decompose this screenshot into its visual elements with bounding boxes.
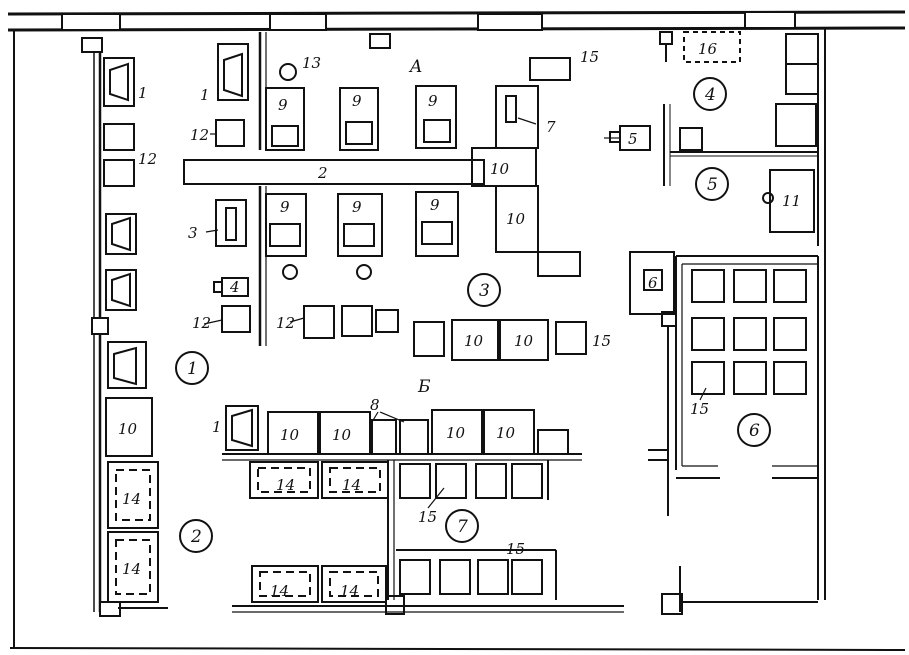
label-10-a: 10 — [490, 160, 510, 178]
label-16: 16 — [698, 40, 718, 58]
label-10-i: 10 — [496, 424, 516, 442]
label-10-f: 10 — [280, 426, 300, 444]
machine-7-and-10 — [471, 85, 539, 253]
label-14-d: 14 — [342, 476, 361, 494]
label-15-b: 15 — [592, 332, 611, 350]
machine-9-group — [265, 85, 459, 257]
label-9-c: 9 — [428, 92, 438, 110]
machine-12-group — [103, 119, 399, 339]
label-5: 5 — [628, 130, 638, 148]
label-14-b: 14 — [122, 560, 141, 578]
machine-15-group — [413, 57, 587, 357]
left-partition — [81, 37, 168, 617]
center-partitions — [258, 32, 391, 346]
label-12-a: 12 — [190, 126, 209, 144]
outer-walls — [7, 10, 906, 651]
label-8: 8 — [370, 396, 380, 414]
label-10-c: 10 — [464, 332, 484, 350]
zone-markers — [175, 77, 771, 553]
equipment-labels: 1 1 1 2 3 4 5 6 7 8 9 9 9 9 9 9 10 10 10… — [118, 40, 801, 600]
zone-label-4: 4 — [704, 85, 716, 105]
label-b: Б — [417, 377, 431, 397]
label-13: 13 — [302, 54, 321, 72]
label-12-b: 12 — [138, 150, 157, 168]
machine-10-left — [105, 397, 153, 457]
label-9-a: 9 — [278, 96, 288, 114]
label-10-e: 10 — [118, 420, 138, 438]
label-10-h: 10 — [446, 424, 466, 442]
label-1-a: 1 — [138, 84, 148, 102]
label-2: 2 — [317, 164, 328, 182]
label-7: 7 — [546, 118, 556, 136]
label-14-a: 14 — [122, 490, 141, 508]
label-15-e: 15 — [506, 540, 525, 558]
label-9-e: 9 — [352, 198, 362, 216]
label-1-c: 1 — [212, 418, 222, 436]
label-a: A — [408, 57, 422, 77]
zone-label-7: 7 — [457, 517, 468, 537]
label-11: 11 — [782, 192, 801, 210]
label-10-b: 10 — [506, 210, 526, 228]
zone-label-3: 3 — [479, 281, 490, 301]
label-3: 3 — [188, 224, 198, 242]
zone-6-grid — [691, 269, 807, 395]
label-10-d: 10 — [514, 332, 534, 350]
label-1-b: 1 — [200, 86, 210, 104]
machine-14-left — [107, 461, 159, 603]
round-stands — [279, 63, 372, 280]
zone-label-6: 6 — [749, 421, 760, 441]
label-9-b: 9 — [352, 92, 362, 110]
label-9-f: 9 — [430, 196, 440, 214]
zone-6-room — [629, 251, 819, 615]
zone-labels: 1 2 3 4 5 6 7 — [187, 85, 760, 547]
label-14-e: 14 — [270, 582, 289, 600]
label-14-f: 14 — [340, 582, 359, 600]
zone-7-area — [232, 460, 624, 615]
machine-10-middle — [451, 319, 549, 361]
label-14-c: 14 — [276, 476, 295, 494]
leader-lines — [203, 117, 707, 509]
machine-1-group — [103, 43, 259, 451]
label-6: 6 — [648, 274, 658, 292]
label-15-d: 15 — [418, 508, 437, 526]
lower-row-b — [222, 409, 582, 499]
label-4: 4 — [229, 278, 240, 296]
machine-3 — [215, 199, 247, 247]
zone-label-2: 2 — [190, 527, 202, 547]
label-12-c: 12 — [192, 314, 211, 332]
upper-right-area — [609, 31, 819, 246]
label-12-d: 12 — [276, 314, 295, 332]
label-15-c: 15 — [690, 400, 709, 418]
zone-label-5: 5 — [707, 175, 718, 195]
label-15-a: 15 — [580, 48, 599, 66]
zone-label-1: 1 — [187, 359, 198, 379]
conveyor-2 — [183, 159, 485, 185]
label-10-g: 10 — [332, 426, 352, 444]
label-9-d: 9 — [280, 198, 290, 216]
